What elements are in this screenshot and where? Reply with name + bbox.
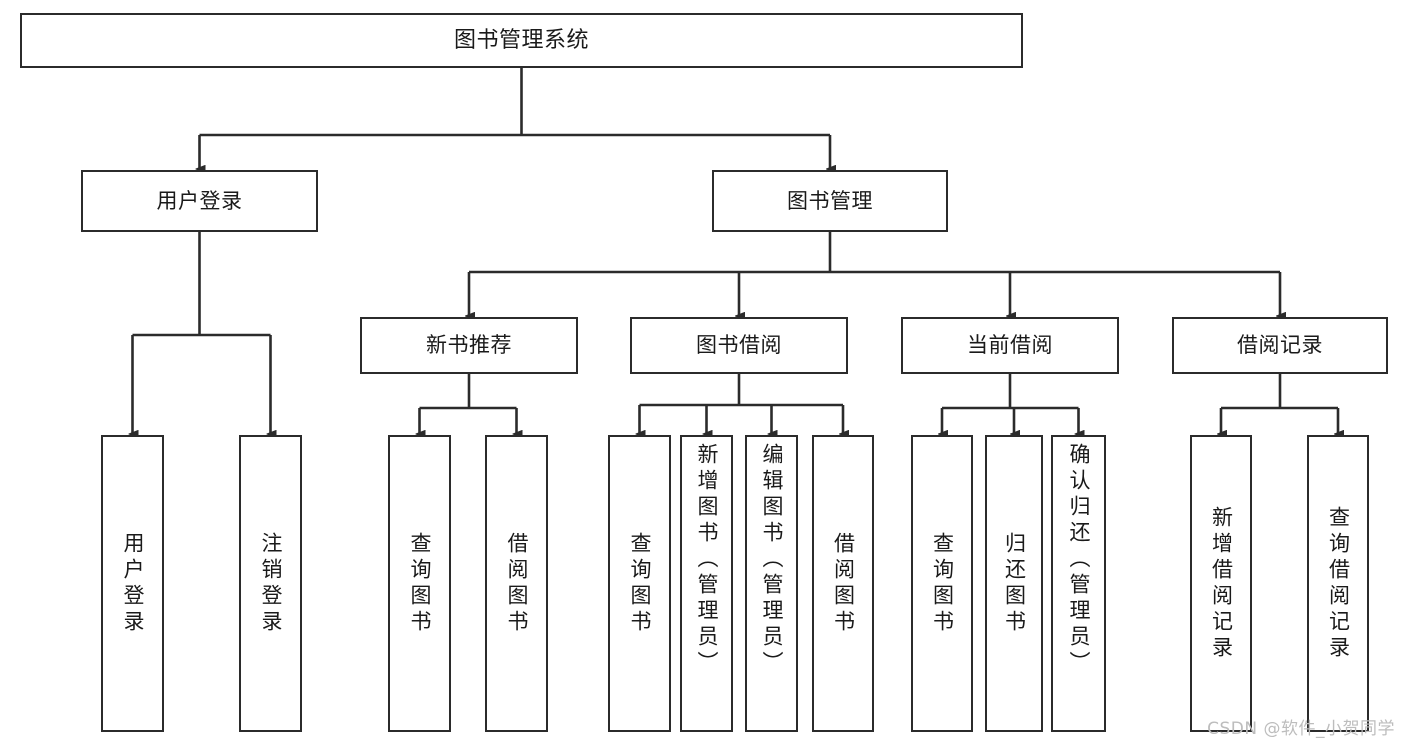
node-leaf-query-borrow-record[interactable]: 查询借阅记录 — [1307, 435, 1369, 732]
node-label: 确认归还（管理员） — [1067, 443, 1091, 677]
node-label: 借阅记录 — [1237, 333, 1323, 358]
node-root-system[interactable]: 图书管理系统 — [20, 13, 1023, 68]
node-leaf-logout[interactable]: 注销登录 — [239, 435, 302, 732]
node-book-borrowing[interactable]: 图书借阅 — [630, 317, 848, 374]
node-leaf-query-book-1[interactable]: 查询图书 — [388, 435, 451, 732]
node-label: 新书推荐 — [426, 333, 512, 358]
node-label: 查询图书 — [408, 531, 432, 636]
node-label: 用户登录 — [156, 188, 243, 213]
node-leaf-add-book-admin[interactable]: 新增图书（管理员） — [680, 435, 733, 732]
node-label: 编辑图书（管理员） — [760, 443, 784, 677]
node-label: 注销登录 — [259, 531, 283, 636]
node-leaf-borrow-book-2[interactable]: 借阅图书 — [812, 435, 874, 732]
node-current-borrowing[interactable]: 当前借阅 — [901, 317, 1119, 374]
node-book-management[interactable]: 图书管理 — [712, 170, 948, 232]
node-label: 图书借阅 — [696, 333, 782, 358]
node-leaf-confirm-return-admin[interactable]: 确认归还（管理员） — [1051, 435, 1106, 732]
node-label: 借阅图书 — [831, 531, 856, 636]
node-label: 借阅图书 — [505, 531, 529, 636]
node-label: 新增借阅记录 — [1209, 505, 1234, 662]
node-label: 新增图书（管理员） — [695, 443, 719, 677]
node-leaf-user-login[interactable]: 用户登录 — [101, 435, 164, 732]
node-leaf-return-book[interactable]: 归还图书 — [985, 435, 1043, 732]
node-leaf-query-book-2[interactable]: 查询图书 — [608, 435, 671, 732]
node-label: 用户登录 — [121, 531, 145, 636]
node-label: 查询借阅记录 — [1326, 505, 1351, 662]
node-leaf-edit-book-admin[interactable]: 编辑图书（管理员） — [745, 435, 798, 732]
watermark-text: CSDN @软件_小贺同学 — [1207, 719, 1395, 739]
node-label: 查询图书 — [930, 531, 955, 636]
node-label: 图书管理系统 — [453, 27, 589, 53]
node-leaf-query-book-3[interactable]: 查询图书 — [911, 435, 973, 732]
node-label: 图书管理 — [787, 188, 873, 213]
node-leaf-add-borrow-record[interactable]: 新增借阅记录 — [1190, 435, 1252, 732]
node-label: 归还图书 — [1002, 531, 1027, 636]
node-label: 查询图书 — [628, 531, 652, 636]
node-borrowing-record[interactable]: 借阅记录 — [1172, 317, 1388, 374]
node-leaf-borrow-book-1[interactable]: 借阅图书 — [485, 435, 548, 732]
node-new-book-recommendation[interactable]: 新书推荐 — [360, 317, 578, 374]
node-user-login[interactable]: 用户登录 — [81, 170, 318, 232]
node-label: 当前借阅 — [967, 333, 1053, 358]
